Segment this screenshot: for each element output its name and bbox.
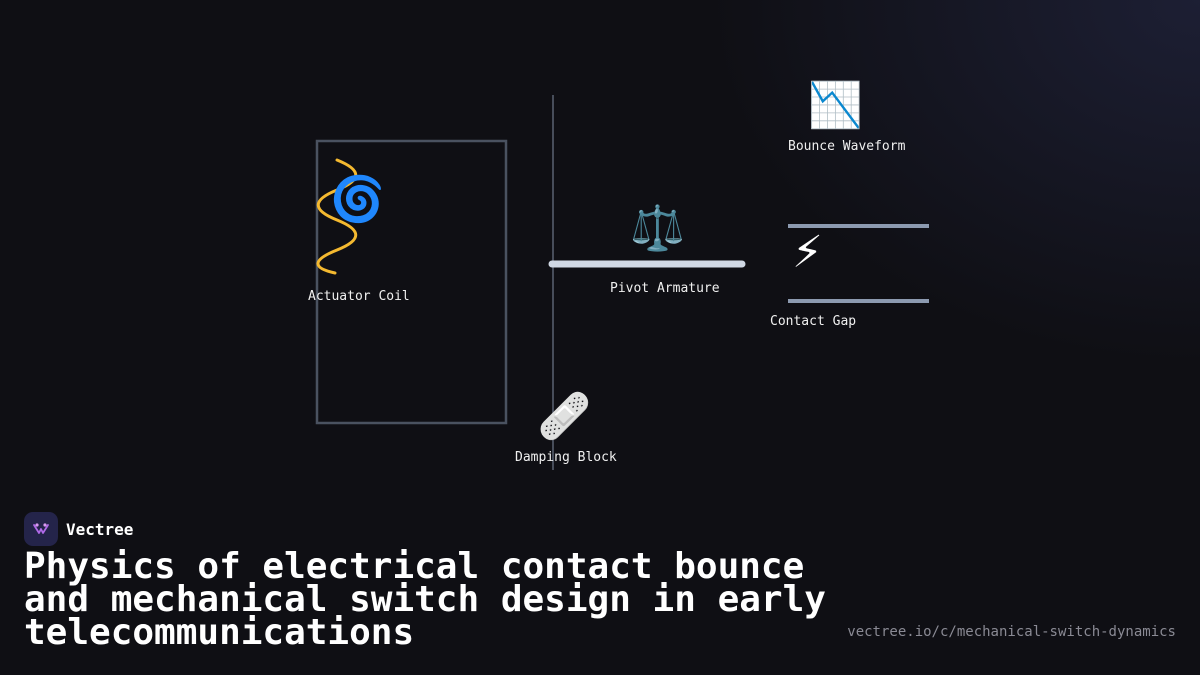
- coil-frame: [315, 139, 508, 425]
- pivot-armature-label: Pivot Armature: [610, 281, 720, 296]
- coil-wire: [316, 158, 358, 275]
- page-title: Physics of electrical contact bounce and…: [24, 546, 826, 653]
- balance-scale-icon: ⚖️: [630, 203, 685, 254]
- lightning-icon: ⚡: [792, 227, 823, 278]
- spiral-icon: 🌀: [330, 174, 385, 225]
- damping-block-label: Damping Block: [515, 450, 617, 465]
- brand: Vectree: [24, 512, 133, 546]
- actuator-coil-label: Actuator Coil: [308, 289, 410, 304]
- bandage-icon: 🩹: [537, 391, 592, 442]
- logo-mark: [33, 523, 49, 534]
- vectree-logo-icon: [24, 512, 58, 546]
- contact-gap-label: Contact Gap: [770, 314, 857, 329]
- brand-name: Vectree: [66, 519, 134, 539]
- source-url: vectree.io/c/mechanical-switch-dynamics: [847, 624, 1176, 640]
- bounce-waveform-label: Bounce Waveform: [788, 139, 906, 154]
- chart-decreasing-icon: 📉: [808, 80, 863, 131]
